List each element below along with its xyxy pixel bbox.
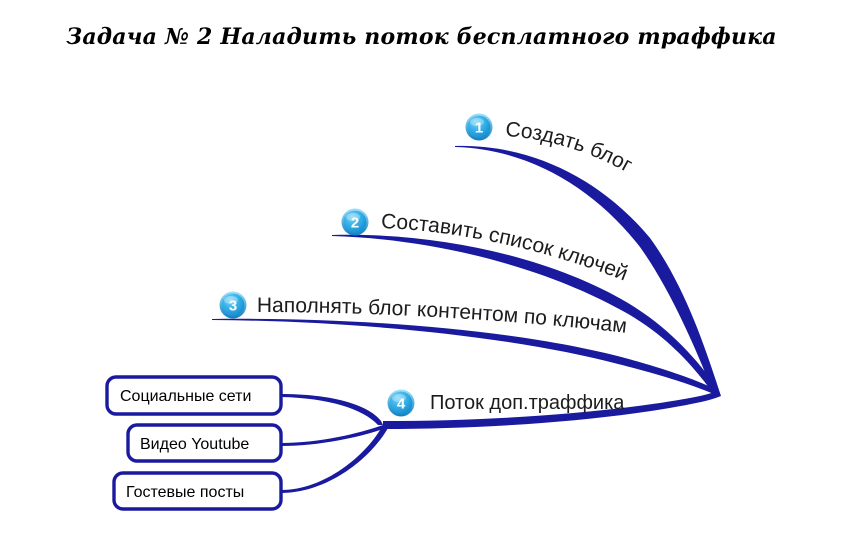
connector-social — [281, 394, 383, 425]
branch-1-label: Создать блог — [505, 118, 637, 177]
branch-2-curve — [332, 234, 719, 393]
branch-1-badge[interactable]: 1 — [465, 113, 493, 141]
sub-node-guestposts-box[interactable] — [112, 471, 283, 511]
sub-node-guestposts[interactable]: Гостевые посты — [112, 471, 283, 511]
sub-node-social[interactable]: Социальные сети — [105, 375, 283, 416]
connector-youtube — [281, 425, 383, 446]
branch-3-number: 3 — [229, 298, 237, 315]
branch-4[interactable]: Поток доп.траффика 4 — [383, 389, 721, 430]
branch-3-curve — [212, 318, 719, 395]
sub-node-social-box[interactable] — [105, 375, 283, 416]
sub-node-youtube[interactable]: Видео Youtube — [126, 423, 283, 463]
page-title: Задача № 2 Наладить поток бесплатного тр… — [66, 24, 777, 50]
branch-3-badge[interactable]: 3 — [219, 291, 247, 319]
branch-3[interactable]: Наполнять блог контентом по ключам 3 — [212, 291, 719, 396]
sub-node-guestposts-label: Гостевые посты — [126, 484, 244, 501]
branch-1-curve — [455, 145, 719, 392]
branch-4-number: 4 — [397, 396, 406, 413]
branch-4-trunk — [383, 390, 721, 429]
branch-1-number: 1 — [475, 120, 483, 137]
branch-2-number: 2 — [351, 215, 359, 232]
branch-2-badge[interactable]: 2 — [341, 208, 369, 236]
sub-node-youtube-label: Видео Youtube — [140, 436, 249, 453]
branch-4-label: Поток доп.траффика — [430, 392, 625, 414]
connector-guestposts — [281, 426, 388, 493]
sub-node-youtube-box[interactable] — [126, 423, 283, 463]
sub-node-social-label: Социальные сети — [120, 388, 251, 405]
branch-4-badge[interactable]: 4 — [387, 389, 415, 417]
branch-2-label: Составить список ключей — [381, 210, 631, 286]
